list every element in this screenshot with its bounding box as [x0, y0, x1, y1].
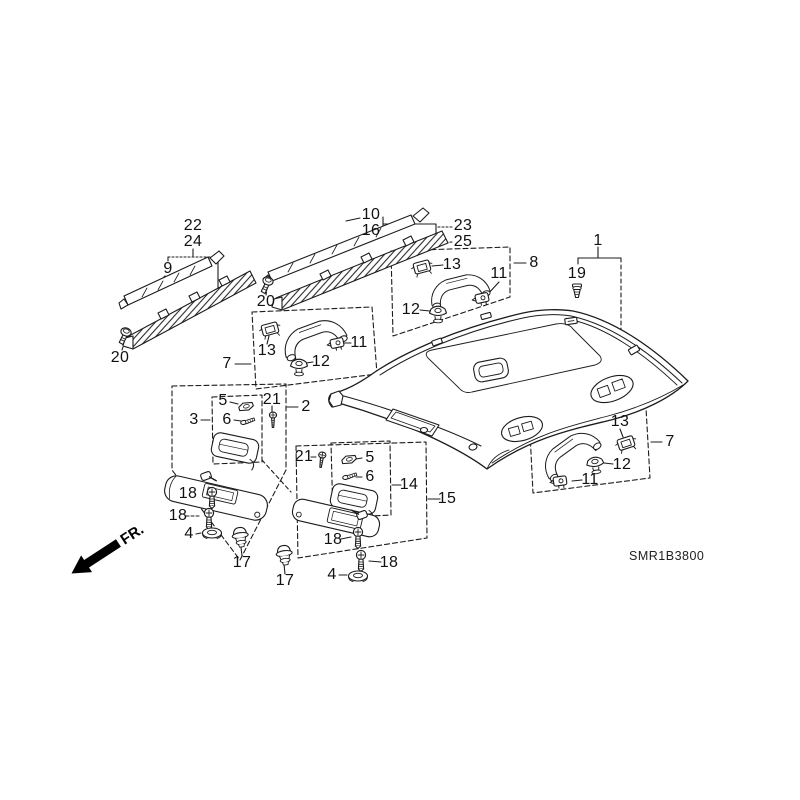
grab-handle-kit-left	[257, 313, 350, 377]
clip-11-icon	[325, 336, 346, 353]
handle-recess-rear	[590, 374, 634, 404]
clip-5-icon	[237, 400, 255, 413]
clip-17-icon	[274, 543, 295, 567]
nut-4-icon	[201, 527, 223, 540]
clip-13-icon	[257, 320, 283, 341]
clip-17-icon	[230, 525, 251, 549]
fr-arrow-label: FR.	[117, 521, 147, 548]
clip-13-icon	[613, 433, 640, 455]
roof-headliner	[328, 283, 689, 470]
clip-6-icon	[239, 417, 256, 426]
clip-6-icon	[341, 472, 358, 481]
roof-rail-assembly-center	[258, 207, 449, 311]
sunvisor-left-assembly	[164, 400, 295, 567]
clip-12-icon	[289, 358, 309, 377]
diagram-code: SMR1B3800	[629, 549, 705, 563]
screw-18-icon	[352, 526, 364, 550]
box-handle-left	[251, 306, 378, 390]
nut-4-icon	[347, 570, 369, 583]
fr-arrow-icon: FR.	[71, 521, 147, 574]
handle-recess-front	[501, 415, 543, 443]
overhead-console-cutout	[473, 357, 509, 383]
screw-18-icon	[203, 507, 215, 531]
screw-21-icon	[268, 411, 278, 429]
clip-19-icon	[571, 283, 583, 299]
sunvisor-right-assembly	[291, 450, 381, 583]
clip-5-icon	[340, 453, 358, 466]
screw-18-icon	[355, 549, 367, 573]
clip-12-icon	[585, 455, 606, 476]
roof-rail-assembly-left	[116, 250, 257, 350]
box-handle-rear	[390, 246, 511, 337]
visor-holder	[208, 430, 261, 471]
grab-handle-kit-rear	[409, 258, 492, 324]
box-handle-right	[528, 407, 651, 494]
clip-13-icon	[409, 258, 435, 279]
clip-12-icon	[428, 305, 448, 324]
screw-21-icon	[316, 450, 327, 469]
box-visor-left	[171, 383, 287, 561]
